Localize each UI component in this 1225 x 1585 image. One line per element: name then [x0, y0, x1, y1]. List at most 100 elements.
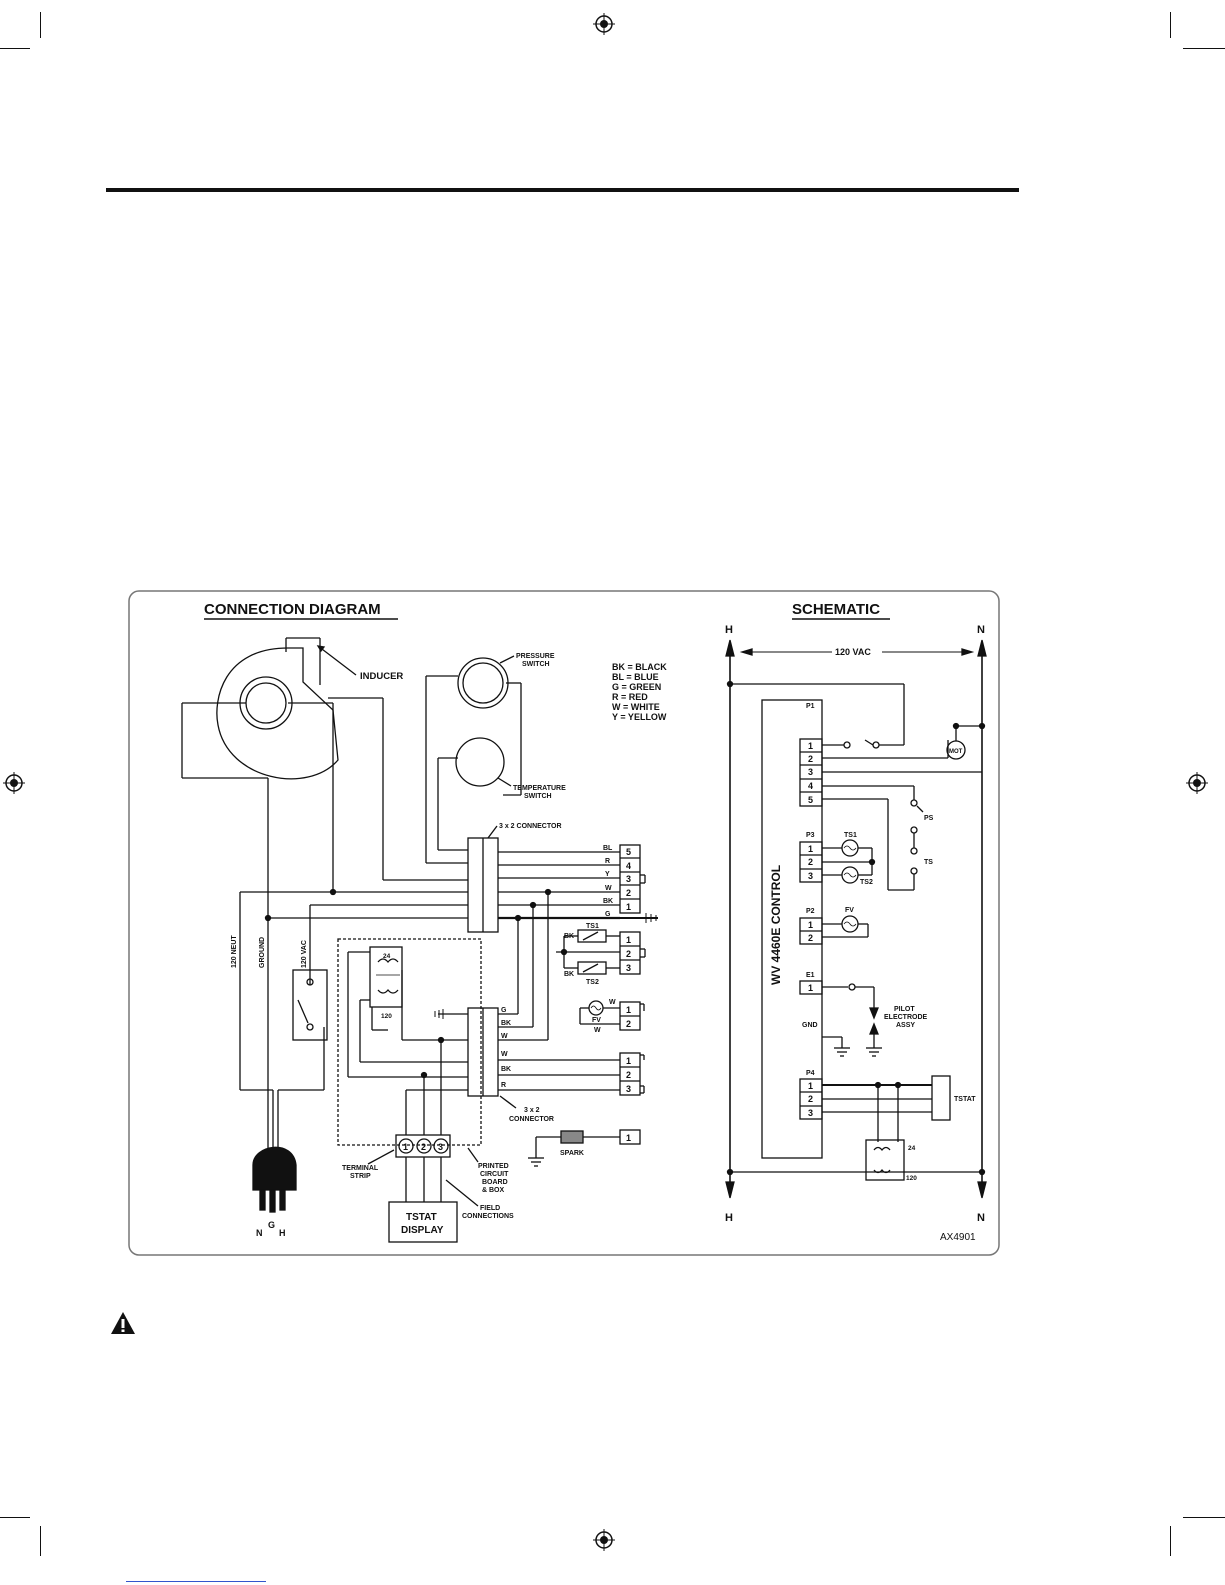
- svg-text:N: N: [977, 624, 985, 636]
- tstat-box: [931, 1075, 951, 1121]
- crop-mark: [1183, 48, 1225, 49]
- svg-text:P3: P3: [806, 832, 815, 839]
- plug-icon: [252, 1146, 297, 1213]
- svg-text:W: W: [501, 1051, 508, 1058]
- svg-text:3 x 2 CONNECTOR: 3 x 2 CONNECTOR: [499, 823, 562, 830]
- svg-text:R: R: [605, 858, 610, 865]
- svg-text:2: 2: [626, 888, 631, 898]
- svg-text:GROUND: GROUND: [259, 937, 266, 968]
- svg-text:5: 5: [808, 795, 813, 805]
- svg-text:PS: PS: [924, 815, 934, 822]
- svg-text:G: G: [501, 1007, 507, 1014]
- ts-switches: 1 2 3: [556, 929, 646, 975]
- svg-text:3: 3: [808, 1108, 813, 1118]
- svg-text:E1: E1: [806, 972, 815, 979]
- control-label: WV 4460E CONTROL: [769, 865, 783, 985]
- connection-diagram-title: CONNECTION DIAGRAM: [204, 601, 381, 618]
- crop-mark: [40, 12, 41, 38]
- svg-text:3 x 2: 3 x 2: [524, 1107, 540, 1114]
- svg-text:SWITCH: SWITCH: [522, 661, 550, 668]
- svg-text:BL = BLUE: BL = BLUE: [612, 672, 659, 682]
- crop-mark: [0, 48, 30, 49]
- svg-text:3: 3: [626, 1084, 631, 1094]
- terminal-strip: [395, 1134, 451, 1158]
- svg-text:120 VAC: 120 VAC: [835, 647, 871, 657]
- schematic-transformer: [865, 1139, 905, 1181]
- svg-text:1: 1: [808, 920, 813, 930]
- inducer-icon: [181, 637, 384, 1110]
- wiring-diagram: CONNECTION DIAGRAM INDUCER PRESSURE SWIT…: [128, 590, 1000, 1256]
- color-legend: BK = BLACK BL = BLUE G = GREEN R = RED W…: [612, 662, 667, 722]
- svg-text:4: 4: [626, 861, 631, 871]
- tstat-display-box: [388, 1201, 458, 1243]
- svg-text:2: 2: [808, 857, 813, 867]
- crop-mark: [1170, 12, 1171, 38]
- svg-text:N: N: [977, 1212, 985, 1224]
- svg-text:H: H: [279, 1228, 286, 1238]
- svg-text:CIRCUIT: CIRCUIT: [480, 1171, 509, 1178]
- svg-text:TS2: TS2: [860, 879, 873, 886]
- connection-diagram: CONNECTION DIAGRAM INDUCER PRESSURE SWIT…: [181, 601, 667, 1243]
- link-underline[interactable]: [126, 1581, 266, 1582]
- registration-mark-icon: [1186, 772, 1208, 794]
- svg-text:P4: P4: [806, 1070, 815, 1077]
- pressure-switch-icon: [425, 657, 522, 864]
- schematic-title: SCHEMATIC: [792, 601, 880, 618]
- svg-text:SWITCH: SWITCH: [524, 793, 552, 800]
- svg-text:W: W: [609, 999, 616, 1006]
- svg-text:G = GREEN: G = GREEN: [612, 682, 661, 692]
- svg-text:2: 2: [421, 1142, 426, 1152]
- pin-block-top: 5 4 3 2 1: [619, 844, 646, 914]
- svg-text:H: H: [725, 624, 733, 636]
- svg-text:MOT: MOT: [949, 749, 963, 755]
- svg-text:BK = BLACK: BK = BLACK: [612, 662, 667, 672]
- svg-text:TS1: TS1: [586, 923, 599, 930]
- svg-text:BK: BK: [564, 971, 574, 978]
- svg-text:TS2: TS2: [586, 979, 599, 986]
- svg-text:1: 1: [808, 983, 813, 993]
- svg-text:120 NEUT: 120 NEUT: [231, 935, 238, 968]
- svg-text:P1: P1: [806, 703, 815, 710]
- svg-text:TS1: TS1: [844, 832, 857, 839]
- svg-text:TEMPERATURE: TEMPERATURE: [513, 785, 566, 792]
- svg-text:TS: TS: [924, 859, 933, 866]
- svg-text:CONNECTOR: CONNECTOR: [509, 1116, 554, 1123]
- svg-text:GND: GND: [802, 1022, 818, 1029]
- svg-text:24: 24: [908, 1145, 916, 1152]
- svg-text:FV: FV: [845, 907, 854, 914]
- crop-mark: [0, 1517, 30, 1518]
- section-rule: [106, 188, 1019, 192]
- temperature-switch-icon: [437, 737, 505, 851]
- svg-text:1: 1: [626, 1005, 631, 1015]
- svg-text:BK: BK: [603, 898, 613, 905]
- svg-text:& BOX: & BOX: [482, 1187, 505, 1194]
- switch-box-icon: [292, 969, 328, 1090]
- svg-text:Y: Y: [605, 871, 610, 878]
- svg-text:W: W: [501, 1033, 508, 1040]
- svg-text:TSTAT: TSTAT: [954, 1096, 976, 1103]
- crop-mark: [40, 1526, 41, 1556]
- svg-text:2: 2: [626, 1019, 631, 1029]
- svg-text:PRINTED: PRINTED: [478, 1163, 509, 1170]
- spark-igniter-icon: 1: [528, 1129, 641, 1167]
- flame-valve-icon: 1 2: [579, 1000, 645, 1031]
- svg-text:Y = YELLOW: Y = YELLOW: [612, 712, 667, 722]
- svg-text:N: N: [256, 1228, 263, 1238]
- registration-mark-icon: [593, 1529, 615, 1551]
- svg-text:4: 4: [808, 781, 813, 791]
- svg-text:R = RED: R = RED: [612, 692, 648, 702]
- svg-text:DISPLAY: DISPLAY: [401, 1225, 444, 1236]
- svg-text:H: H: [725, 1212, 733, 1224]
- svg-text:ELECTRODE: ELECTRODE: [884, 1014, 928, 1021]
- schematic: SCHEMATIC H N H N 120 VAC WV 4460E CONTR…: [725, 601, 987, 1243]
- part-code: AX4901: [940, 1232, 976, 1243]
- svg-text:P2: P2: [806, 908, 815, 915]
- svg-text:PILOT: PILOT: [894, 1006, 915, 1013]
- svg-text:2: 2: [808, 754, 813, 764]
- svg-text:W = WHITE: W = WHITE: [612, 702, 660, 712]
- crop-mark: [1170, 1526, 1171, 1556]
- svg-text:R: R: [501, 1082, 506, 1089]
- svg-text:5: 5: [626, 847, 631, 857]
- pcb-box: [337, 938, 482, 1146]
- svg-text:120 VAC: 120 VAC: [301, 940, 308, 968]
